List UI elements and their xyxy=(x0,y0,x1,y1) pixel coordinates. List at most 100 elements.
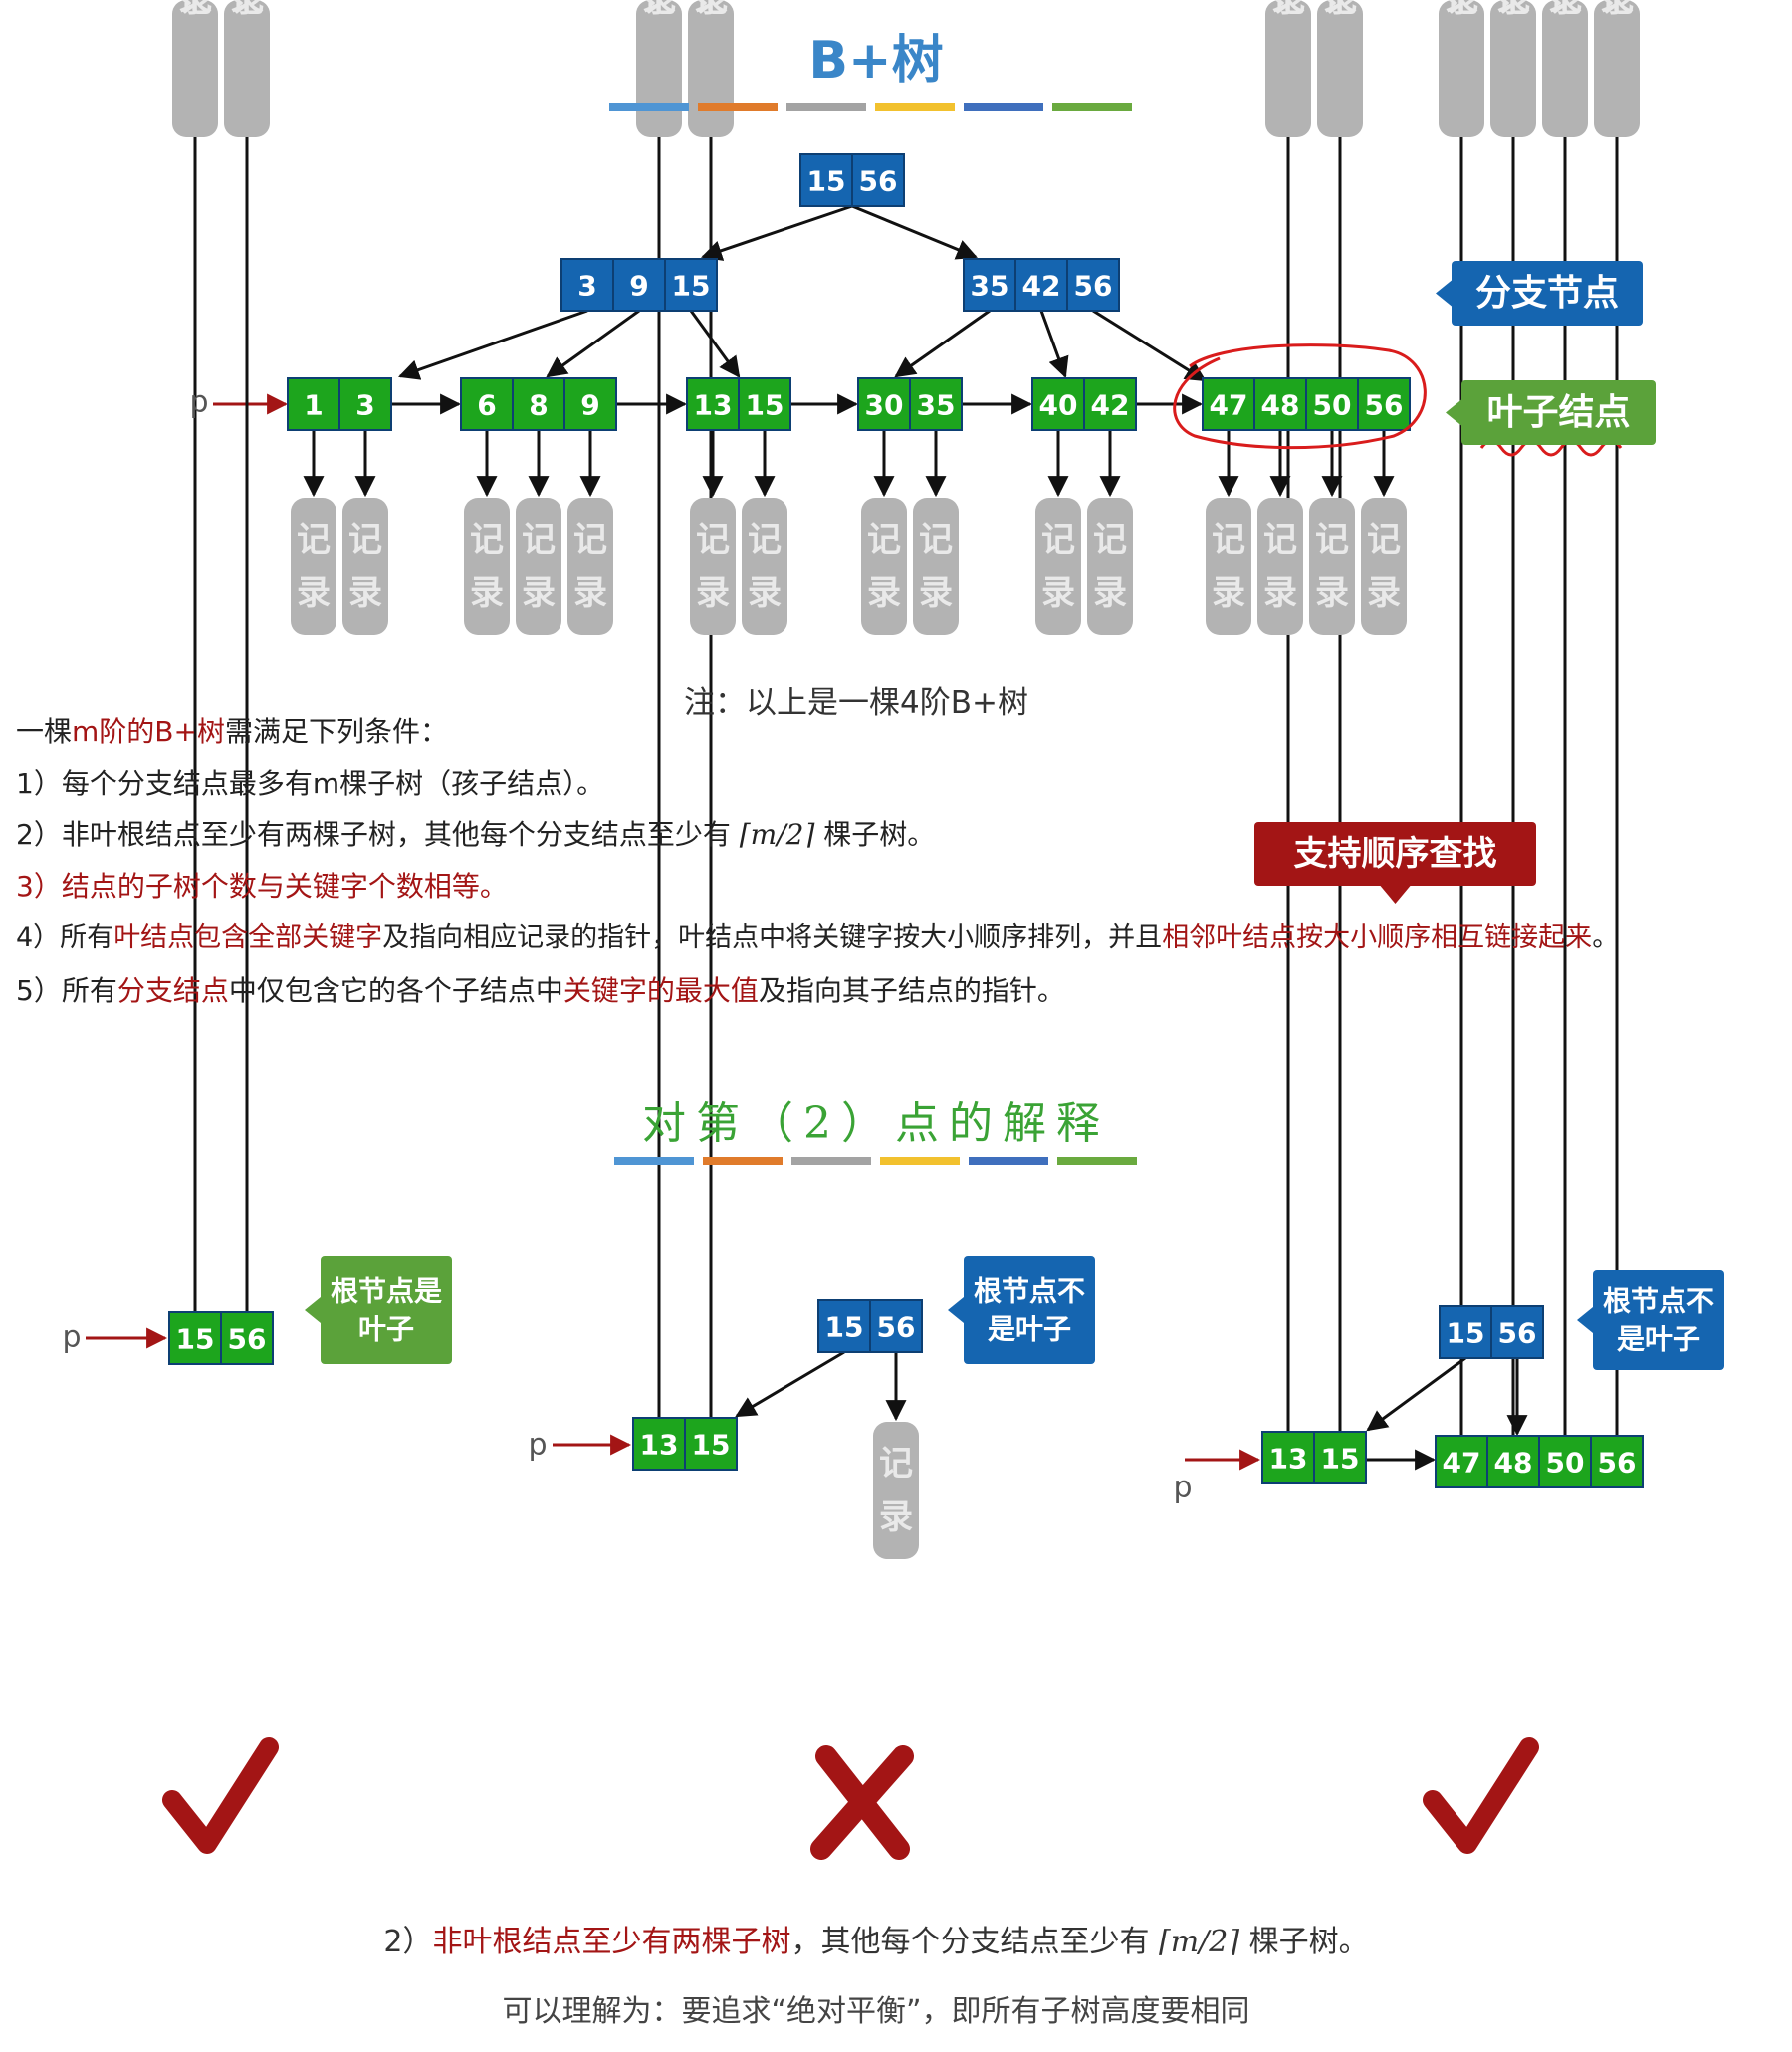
bottom-line-2: 可以理解为：要追求“绝对平衡”，即所有子树高度要相同 xyxy=(502,1994,1250,2029)
title-color-bar xyxy=(964,103,1043,111)
record-block-char: 记 xyxy=(1367,520,1401,560)
record-block: 记录 xyxy=(1309,498,1355,635)
#1da51d-key: 15 xyxy=(176,1323,215,1356)
record-block-char: 录 xyxy=(1041,573,1075,613)
condition-3: 3）结点的子树个数与关键字个数相等。 xyxy=(16,870,508,903)
leaf-node-5-cell xyxy=(1031,377,1085,431)
bottom-ceil-m-half: ⌈m/2⌉ xyxy=(1159,1925,1240,1959)
example2-root-to-leaf xyxy=(735,1350,845,1418)
root-to-left-branch xyxy=(701,204,853,261)
leaf-node-2-key: 6 xyxy=(477,389,496,422)
record-block-char: 录 xyxy=(1496,0,1530,20)
record-block-shape xyxy=(1087,498,1133,635)
#1da51d-key: 48 xyxy=(1494,1447,1533,1480)
root-is-leaf-label-tail xyxy=(305,1297,321,1323)
record-block-shape xyxy=(342,498,388,635)
record-block-char: 录 xyxy=(470,573,504,613)
leaf-node-1-cell xyxy=(338,377,392,431)
#1da51d-key: 56 xyxy=(228,1323,267,1356)
pointer-ex1-label: p xyxy=(62,1320,81,1355)
record-block-char: 录 xyxy=(1323,0,1357,20)
record-block-char: 记 xyxy=(1093,520,1127,560)
condition-5-a: 5）所有 xyxy=(16,974,117,1007)
section-subtitle: 对第（2）点的解释 xyxy=(642,1098,1110,1149)
record-block-shape xyxy=(861,498,907,635)
seq-search-label: 支持顺序查找 xyxy=(1254,822,1536,904)
#1da51d-cell xyxy=(684,1417,738,1471)
condition-5-b: 分支结点 xyxy=(116,974,229,1007)
leaf-node-6-cell xyxy=(1202,377,1255,431)
example2-direct-record-char: 记 xyxy=(879,1444,913,1483)
#1da51d-key: 13 xyxy=(1269,1443,1308,1476)
bottom-1-d: 棵子树。 xyxy=(1248,1925,1369,1959)
leaf-node-3-cell xyxy=(738,377,791,431)
condition-5-d: 关键字的最大值 xyxy=(562,974,759,1007)
example2-root-key: 15 xyxy=(825,1311,864,1344)
pointer-ex2-label: p xyxy=(528,1428,547,1463)
leaf-node-4-key: 30 xyxy=(865,389,904,422)
leaf-node-3: 13 15 xyxy=(686,377,791,431)
record-block-char: 记 xyxy=(348,520,382,560)
subtitle-color-bar xyxy=(1057,1157,1137,1165)
record-block-char: 记 xyxy=(1212,520,1245,560)
record-block: 记录 xyxy=(690,498,736,635)
record-block-shape xyxy=(567,498,613,635)
root-not-leaf-label-2-text: 是叶子 xyxy=(988,1312,1071,1345)
bottom-line-1: 2）非叶根结点至少有两棵子树，其他每个分支结点至少有 ⌈m/2⌉ 棵子树。 xyxy=(0,1917,1752,1960)
#1da51d-cell xyxy=(1538,1435,1592,1488)
record-block: 记录 xyxy=(1265,0,1311,137)
example2-direct-record: 记录 xyxy=(873,1422,919,1559)
leaf-node-3-key: 13 xyxy=(694,389,733,422)
record-block-char: 记 xyxy=(748,520,782,560)
leaf-node-6-cell xyxy=(1305,377,1359,431)
branch-node-left-cell xyxy=(560,258,614,312)
root-to-right-branch xyxy=(851,204,978,260)
leaf-node-3-cell xyxy=(686,377,740,431)
root-not-leaf-label-3-box xyxy=(1593,1270,1724,1370)
record-block-shape xyxy=(1206,498,1251,635)
record-block: 记录 xyxy=(342,498,388,635)
bottom-1-a: 2） xyxy=(383,1925,433,1959)
record-block-shape xyxy=(1317,0,1363,137)
record-block-char: 录 xyxy=(1367,573,1401,613)
leaf-node-2-cell xyxy=(460,377,514,431)
record-block: 记录 xyxy=(172,0,218,137)
record-block-char: 录 xyxy=(1445,0,1478,20)
branch-node-label-text: 分支节点 xyxy=(1475,273,1619,314)
record-block-shape xyxy=(1490,0,1536,137)
record-block-char: 录 xyxy=(573,573,607,613)
leaf-node-6-key: 47 xyxy=(1210,389,1248,422)
check-mark-3-stroke xyxy=(1423,1737,1539,1854)
condition-2-end: 棵子树。 xyxy=(823,818,936,851)
record-block: 记录 xyxy=(1317,0,1363,137)
title-color-bar xyxy=(875,103,955,111)
record-block-shape xyxy=(224,0,270,137)
example2-root-cell xyxy=(869,1299,923,1353)
example2-direct-record-char: 录 xyxy=(879,1497,913,1537)
condition-5: 5）所有分支结点中仅包含它的各个子结点中关键字的最大值及指向其子结点的指针。 xyxy=(16,971,1788,1011)
branch-to-leaf xyxy=(689,310,741,378)
branch-to-leaf xyxy=(1092,309,1207,382)
record-block: 记录 xyxy=(291,498,336,635)
leaf-node-4-cell xyxy=(857,377,911,431)
root-node-key: 56 xyxy=(859,165,898,198)
record-block: 记录 xyxy=(913,498,959,635)
record-block-char: 录 xyxy=(230,0,264,20)
condition-5-e: 及指向其子结点的指针。 xyxy=(758,974,1065,1007)
leaf-node-2-key: 9 xyxy=(580,389,599,422)
root-not-leaf-label-2-box xyxy=(964,1256,1095,1364)
root-not-leaf-label-3-text: 是叶子 xyxy=(1617,1322,1700,1355)
condition-4: 4）所有叶结点包含全部关键字及指向相应记录的指针，叶结点中将关键字按大小顺序排列… xyxy=(16,918,1788,958)
record-block-char: 录 xyxy=(348,573,382,613)
bottom-1-b: 非叶根结点至少有两棵子树 xyxy=(432,1925,791,1959)
leaf-node-3-key: 15 xyxy=(746,389,784,422)
record-block-char: 录 xyxy=(867,573,901,613)
branch-to-leaf xyxy=(398,309,588,380)
example3-root-cell xyxy=(1439,1305,1492,1359)
record-block-shape xyxy=(1309,498,1355,635)
branch-node-right-key: 56 xyxy=(1074,270,1113,303)
